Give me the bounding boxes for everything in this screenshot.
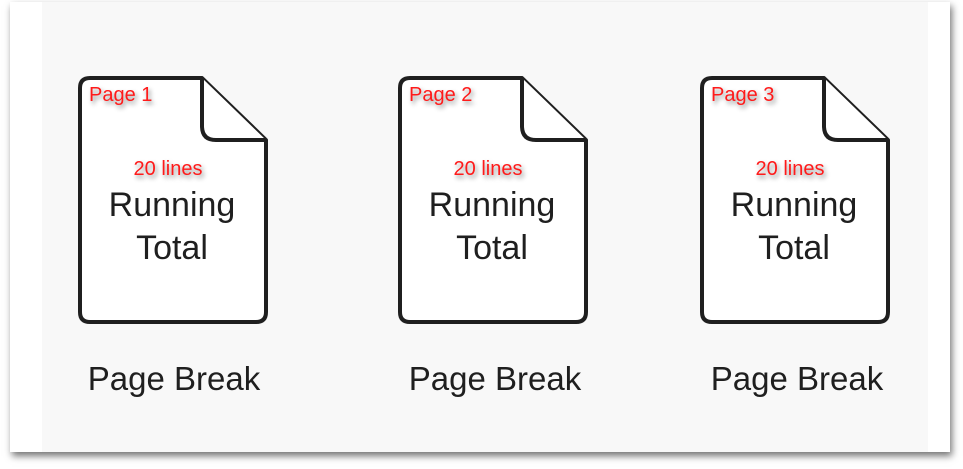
running-total-line2: Total <box>758 229 830 267</box>
running-total-label: Running Total <box>78 184 266 270</box>
running-total-line1: Running <box>730 186 858 224</box>
page-number-label: Page 3 <box>711 84 775 106</box>
lines-count-label: 20 lines <box>453 158 523 180</box>
running-total-line1: Running <box>108 186 236 224</box>
running-total-label: Running Total <box>398 184 586 270</box>
lines-count-label: 20 lines <box>133 158 203 180</box>
document-icon <box>398 76 588 324</box>
document-icon <box>700 76 890 324</box>
panel-margin-right <box>928 2 950 452</box>
page-break-caption-2: Page Break <box>408 360 582 397</box>
document-page-3: Page 3 20 lines Running Total <box>700 76 892 326</box>
page-number-label: Page 2 <box>409 84 473 106</box>
running-total-line2: Total <box>136 229 208 267</box>
page-break-caption-1: Page Break <box>87 360 261 397</box>
running-total-line2: Total <box>456 229 528 267</box>
running-total-label: Running Total <box>700 184 888 270</box>
page-break-caption-3: Page Break <box>710 360 884 397</box>
page-number-label: Page 1 <box>89 84 153 106</box>
document-page-1: Page 1 20 lines Running Total <box>78 76 270 326</box>
lines-count-label: 20 lines <box>755 158 825 180</box>
document-icon <box>78 76 268 324</box>
panel-margin-left <box>10 2 42 452</box>
document-page-2: Page 2 20 lines Running Total <box>398 76 590 326</box>
running-total-line1: Running <box>428 186 556 224</box>
